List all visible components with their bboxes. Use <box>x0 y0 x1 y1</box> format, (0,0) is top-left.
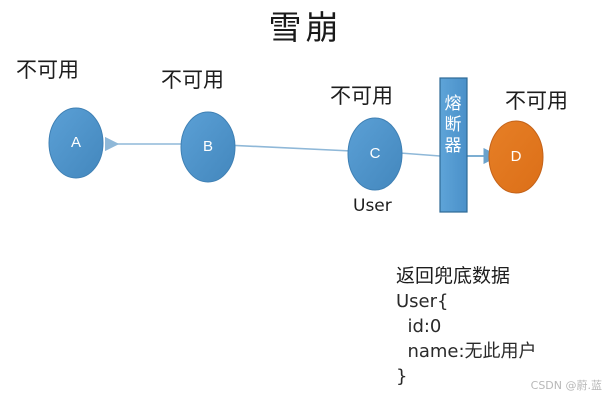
circuit-breaker-shape <box>439 77 468 213</box>
node-d-shape <box>488 120 544 194</box>
status-label-d: 不可用 <box>505 89 568 113</box>
circuit-breaker-char-1: 熔 <box>444 94 462 114</box>
fallback-line-3: name:无此用户 <box>396 341 537 362</box>
status-label-b: 不可用 <box>161 68 224 92</box>
node-d-letter: D <box>510 148 522 165</box>
fallback-line-1: User{ <box>396 291 449 312</box>
circuit-breaker-char-2: 断 <box>444 115 462 135</box>
node-c-caption: User <box>353 196 392 216</box>
circuit-breaker-char-3: 器 <box>444 136 462 156</box>
node-c-letter: C <box>369 145 381 162</box>
fallback-data-block: 返回兜底数据 User{ id:0 name:无此用户 } <box>396 264 611 389</box>
circuit-breaker-label: 熔 断 器 <box>440 94 466 157</box>
status-label-a: 不可用 <box>16 58 79 82</box>
node-a-shape <box>48 107 104 179</box>
node-a-letter: A <box>70 134 81 151</box>
fallback-line-4: } <box>396 366 408 387</box>
node-c-shape <box>347 117 403 191</box>
node-b-shape <box>180 111 236 183</box>
diagram-title: 雪崩 <box>268 8 343 47</box>
status-label-c: 不可用 <box>330 84 393 108</box>
fallback-title: 返回兜底数据 <box>396 265 511 287</box>
connector-c-to-a <box>104 136 373 153</box>
node-b-letter: B <box>202 138 213 155</box>
fallback-line-2: id:0 <box>396 316 442 337</box>
watermark: CSDN @蔚.蓝 <box>530 379 602 392</box>
connector-c-to-breaker <box>399 152 441 157</box>
